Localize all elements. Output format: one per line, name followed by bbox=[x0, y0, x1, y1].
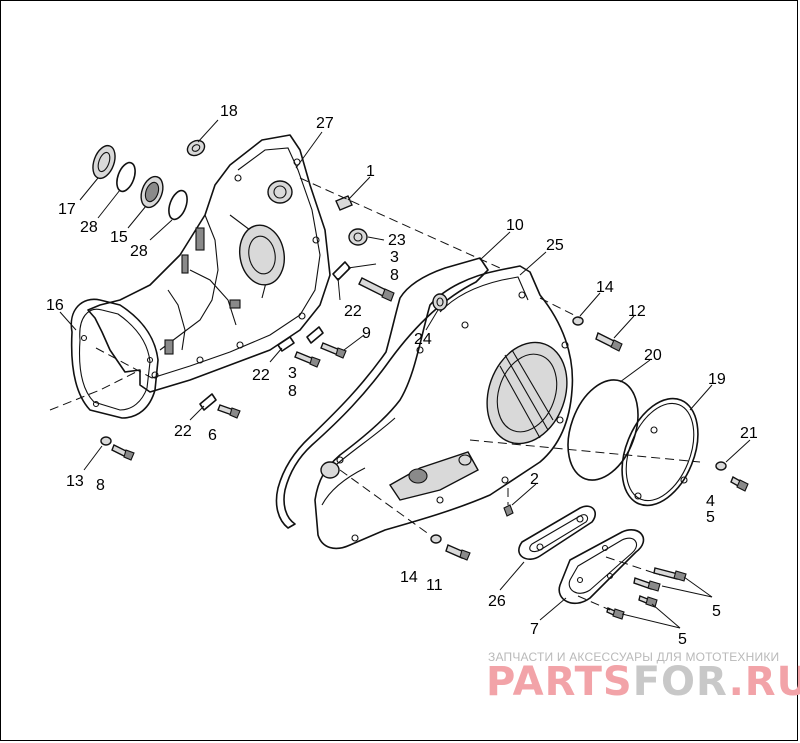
derby-gasket-20 bbox=[567, 379, 639, 481]
callout-26: 26 bbox=[488, 593, 506, 610]
watermark-brand-parts: PARTS bbox=[486, 659, 633, 705]
seal-17 bbox=[92, 144, 116, 180]
callout-8-mid: 8 bbox=[288, 383, 297, 400]
callout-12: 12 bbox=[628, 303, 646, 320]
callout-4: 4 bbox=[706, 493, 715, 510]
callout-25: 25 bbox=[546, 237, 564, 254]
callout-14-lower: 14 bbox=[400, 569, 418, 586]
callout-15: 15 bbox=[110, 229, 128, 246]
alignment-lines bbox=[49, 177, 701, 611]
washer-14a bbox=[572, 316, 584, 326]
derby-cover-19 bbox=[621, 397, 699, 507]
callout-20: 20 bbox=[644, 347, 662, 364]
seal-18 bbox=[186, 139, 206, 157]
clip-22c bbox=[277, 336, 295, 352]
callout-10: 10 bbox=[506, 217, 524, 234]
bearing-15 bbox=[140, 175, 164, 209]
dowel-24 bbox=[432, 293, 448, 311]
retaining-ring-28a bbox=[116, 161, 136, 193]
screw-2 bbox=[503, 504, 514, 517]
callout-21: 21 bbox=[740, 425, 758, 442]
callout-2: 2 bbox=[530, 471, 539, 488]
callout-5-bottom: 5 bbox=[678, 631, 687, 648]
screw-4 bbox=[730, 476, 749, 492]
callout-18: 18 bbox=[220, 103, 238, 120]
retaining-ring-28b bbox=[168, 189, 188, 221]
callout-1: 1 bbox=[366, 163, 375, 180]
callout-22-mid: 22 bbox=[344, 303, 362, 320]
watermark-brand-ru: .RU bbox=[728, 659, 800, 705]
inspection-cover-7 bbox=[558, 529, 645, 604]
callout-3-lower: 3 bbox=[288, 365, 297, 382]
callout-28-lower: 28 bbox=[130, 243, 148, 260]
callout-5-right: 5 bbox=[706, 509, 715, 526]
callout-6: 6 bbox=[208, 427, 217, 444]
watermark-brand-for: FOR bbox=[632, 659, 729, 705]
callout-27: 27 bbox=[316, 115, 334, 132]
callout-8-bottom: 8 bbox=[96, 477, 105, 494]
callout-19: 19 bbox=[708, 371, 726, 388]
inner-gasket-16 bbox=[70, 298, 159, 419]
callout-5-mid: 5 bbox=[712, 603, 721, 620]
washer-21 bbox=[715, 461, 727, 471]
callout-24: 24 bbox=[414, 331, 432, 348]
callout-14-upper: 14 bbox=[596, 279, 614, 296]
screw-12 bbox=[595, 332, 623, 352]
screw-11 bbox=[445, 544, 471, 561]
watermark-logo: PARTSFOR.RU bbox=[486, 662, 800, 702]
watermark-tagline: ЗАПЧАСТИ И АКСЕССУАРЫ ДЛЯ МОТОТЕХНИКИ bbox=[488, 650, 780, 664]
bushing-23 bbox=[348, 228, 368, 246]
inspection-gasket-26 bbox=[518, 505, 596, 560]
callout-8-upper: 8 bbox=[390, 267, 399, 284]
screw-6 bbox=[217, 404, 241, 419]
callout-17: 17 bbox=[58, 201, 76, 218]
callout-9: 9 bbox=[362, 325, 371, 342]
callout-11: 11 bbox=[426, 577, 443, 594]
screw-8a bbox=[358, 277, 395, 302]
callout-28-upper: 28 bbox=[80, 219, 98, 236]
callout-labels: 18 27 1 17 28 15 28 23 3 8 10 25 14 12 1… bbox=[46, 103, 758, 648]
inner-primary-housing bbox=[87, 134, 331, 393]
washer-14b bbox=[430, 534, 442, 544]
callout-23: 23 bbox=[388, 232, 406, 249]
leader-lines bbox=[59, 119, 751, 629]
callout-7: 7 bbox=[530, 621, 539, 638]
screw-9 bbox=[320, 342, 347, 359]
callout-13: 13 bbox=[66, 473, 84, 490]
screw-8b bbox=[294, 351, 321, 368]
outer-cover-25 bbox=[314, 265, 574, 550]
callout-22-left: 22 bbox=[252, 367, 270, 384]
callout-22-bottom: 22 bbox=[174, 423, 192, 440]
callout-3-upper: 3 bbox=[390, 249, 399, 266]
screw-8c bbox=[111, 444, 135, 461]
clip-22a bbox=[332, 261, 351, 281]
callout-16: 16 bbox=[46, 297, 64, 314]
washer-13 bbox=[100, 436, 112, 446]
screws-5 bbox=[606, 567, 687, 620]
clip-22b bbox=[306, 326, 324, 344]
